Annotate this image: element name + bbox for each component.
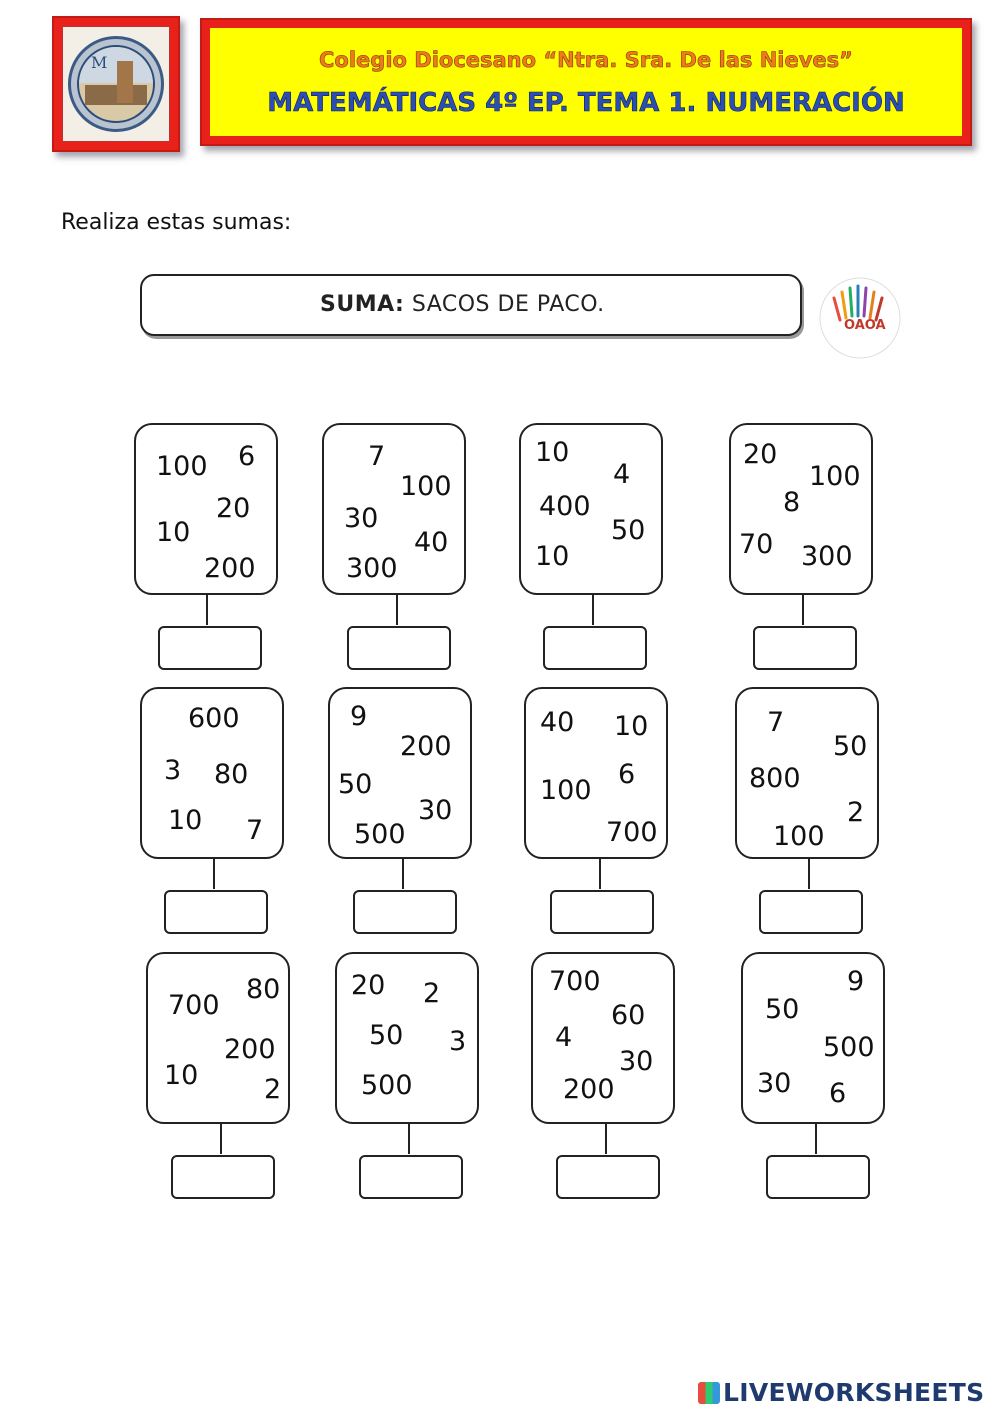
sack-number: 700: [168, 990, 220, 1021]
sack-number: 500: [823, 1032, 875, 1063]
answer-box[interactable]: [359, 1155, 463, 1199]
sack-number: 20: [216, 493, 251, 524]
answer-box[interactable]: [550, 890, 654, 934]
sack-number: 9: [350, 701, 368, 732]
sack-number: 500: [354, 819, 406, 850]
sack-number: 30: [757, 1068, 792, 1099]
sack-number: 300: [801, 541, 853, 572]
sack-number: 7: [767, 707, 785, 738]
answer-box[interactable]: [347, 626, 451, 670]
sack-number: 500: [361, 1070, 413, 1101]
sack-number: 50: [765, 994, 800, 1025]
sack-number: 50: [369, 1020, 404, 1051]
answer-box[interactable]: [171, 1155, 275, 1199]
sack-number: 50: [833, 731, 868, 762]
sack-number: 800: [749, 763, 801, 794]
sack-number: 10: [535, 437, 570, 468]
sack: 10 4 400 50 10: [519, 423, 663, 595]
sack-number: 10: [168, 805, 203, 836]
sack: 100 6 20 10 200: [134, 423, 278, 595]
sack-number: 2: [847, 797, 865, 828]
school-logo: M: [52, 16, 180, 152]
sack: 20 100 8 70 300: [729, 423, 873, 595]
sack-number: 100: [773, 821, 825, 852]
sack-number: 7: [368, 441, 386, 472]
sack-number: 80: [246, 974, 281, 1005]
sack-number: 700: [606, 817, 658, 848]
sack-number: 4: [613, 459, 631, 490]
sack: 20 2 50 3 500: [335, 952, 479, 1124]
sack-number: 30: [619, 1046, 654, 1077]
sack: 600 3 80 10 7: [140, 687, 284, 859]
sack-number: 40: [540, 707, 575, 738]
answer-box[interactable]: [766, 1155, 870, 1199]
sack-number: 3: [449, 1026, 467, 1057]
sack-number: 8: [783, 487, 801, 518]
school-name: Colegio Diocesano “Ntra. Sra. De las Nie…: [319, 48, 854, 73]
sack: 9 200 50 30 500: [328, 687, 472, 859]
sack-number: 200: [563, 1074, 615, 1105]
oaoa-logo-text: OAOA: [844, 318, 886, 333]
sack: 7 100 30 40 300: [322, 423, 466, 595]
answer-box[interactable]: [158, 626, 262, 670]
liveworksheets-brand: LIVEWORKSHEETS: [698, 1378, 984, 1407]
sack-number: 50: [338, 769, 373, 800]
sack-number: 10: [614, 711, 649, 742]
answer-box[interactable]: [556, 1155, 660, 1199]
answer-box[interactable]: [753, 626, 857, 670]
sack-number: 600: [188, 703, 240, 734]
sack-number: 9: [847, 966, 865, 997]
sack-number: 60: [611, 1000, 646, 1031]
sack-number: 100: [156, 451, 208, 482]
sack-number: 100: [540, 775, 592, 806]
sack-number: 30: [344, 503, 379, 534]
sack-number: 4: [555, 1022, 573, 1053]
sack-number: 70: [739, 529, 774, 560]
school-seal-icon: M: [68, 36, 164, 132]
sack-number: 20: [351, 970, 386, 1001]
sack-number: 10: [156, 517, 191, 548]
sack: 700 80 200 10 2: [146, 952, 290, 1124]
sack-number: 10: [535, 541, 570, 572]
exercise-title: SUMA: SACOS DE PACO.: [320, 292, 605, 317]
sack: 700 60 4 30 200: [531, 952, 675, 1124]
subject-title: MATEMÁTICAS 4º EP. TEMA 1. NUMERACIÓN: [267, 88, 905, 119]
sack-number: 6: [829, 1078, 847, 1109]
oaoa-logo-icon: [819, 277, 901, 359]
sack-number: 6: [618, 759, 636, 790]
answer-box[interactable]: [164, 890, 268, 934]
sack-number: 2: [423, 978, 441, 1009]
sack-number: 400: [539, 491, 591, 522]
sack-number: 200: [400, 731, 452, 762]
answer-box[interactable]: [353, 890, 457, 934]
sack: 40 10 100 6 700: [524, 687, 668, 859]
sack-number: 10: [164, 1060, 199, 1091]
sack-number: 200: [224, 1034, 276, 1065]
oaoa-logo: OAOA: [812, 268, 908, 366]
sack-number: 100: [400, 471, 452, 502]
sack-number: 700: [549, 966, 601, 997]
sack-number: 20: [743, 439, 778, 470]
sack-number: 200: [204, 553, 256, 584]
sack: 7 50 800 2 100: [735, 687, 879, 859]
sack-number: 2: [264, 1074, 282, 1105]
sack-number: 40: [414, 527, 449, 558]
instruction-text: Realiza estas sumas:: [61, 210, 292, 235]
header-banner: Colegio Diocesano “Ntra. Sra. De las Nie…: [200, 18, 972, 146]
sack-number: 100: [809, 461, 861, 492]
sack-number: 30: [418, 795, 453, 826]
answer-box[interactable]: [759, 890, 863, 934]
sack-number: 300: [346, 553, 398, 584]
sack-number: 7: [246, 815, 264, 846]
sack-number: 3: [164, 755, 182, 786]
answer-box[interactable]: [543, 626, 647, 670]
liveworksheets-icon: [698, 1382, 720, 1404]
sack: 9 50 500 30 6: [741, 952, 885, 1124]
sack-number: 6: [238, 441, 256, 472]
sack-number: 80: [214, 759, 249, 790]
sack-number: 50: [611, 515, 646, 546]
exercise-title-box: SUMA: SACOS DE PACO.: [140, 274, 802, 336]
